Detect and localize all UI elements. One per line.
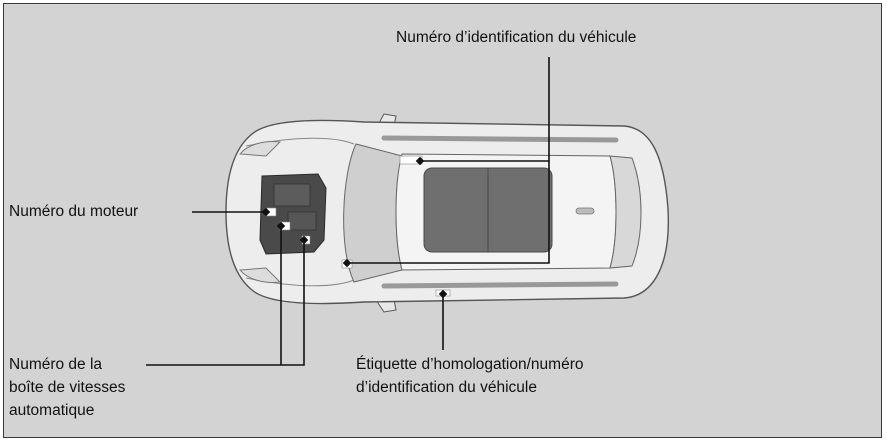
- cert-marker: [438, 289, 448, 299]
- rear-emblem: [575, 207, 595, 215]
- vehicle-diagram: [146, 57, 670, 366]
- dash-vin-marker: [342, 258, 352, 268]
- engine-marker: [261, 207, 271, 217]
- roof-rail-top: [381, 135, 619, 143]
- cert-label-line1: Étiquette d’homologation/numéro: [356, 356, 584, 373]
- roof-rail-bottom: [381, 281, 619, 289]
- cert-label-line2: d’identification du véhicule: [356, 379, 537, 396]
- vin-marker: [415, 156, 425, 166]
- leader-lines: [146, 57, 550, 366]
- engine-detail: [273, 183, 311, 207]
- trans-marker-2: [299, 235, 309, 245]
- trans-marker-1: [276, 221, 286, 231]
- rear-window: [609, 155, 642, 269]
- engine-number-label: Numéro du moteur: [9, 203, 139, 220]
- diagram-frame: Numéro d’identification du véhicule Numé…: [3, 3, 882, 438]
- headlight-left: [239, 141, 282, 157]
- transmission-label-line2: boîte de vitesses: [9, 379, 126, 396]
- transmission-label-line1: Numéro de la: [9, 356, 103, 373]
- windshield: [343, 143, 403, 283]
- engine-detail-2: [287, 211, 317, 231]
- leader-markers: [261, 156, 448, 299]
- dash-vin-leader: [347, 161, 550, 264]
- vin-label: Numéro d’identification du véhicule: [396, 29, 637, 46]
- transmission-label-line3: automatique: [9, 402, 95, 419]
- headlight-right: [239, 267, 282, 283]
- transmission-leader: [146, 240, 305, 366]
